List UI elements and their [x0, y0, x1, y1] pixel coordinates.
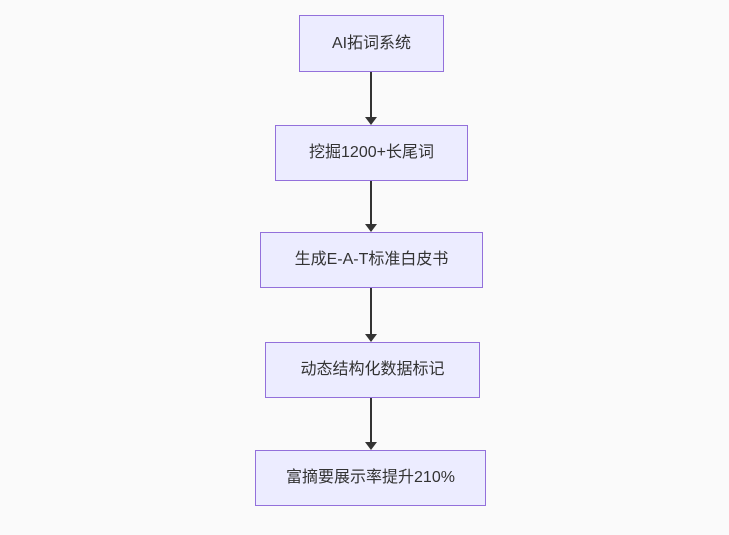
node-label: 富摘要展示率提升210%: [286, 469, 455, 487]
flowchart-edge-a-b: [370, 72, 372, 117]
node-label: 挖掘1200+长尾词: [309, 144, 434, 162]
flowchart-node-mine-longtail-keywords: 挖掘1200+长尾词: [275, 125, 468, 181]
node-label: AI拓词系统: [331, 34, 412, 52]
node-label: 生成E-A-T标准白皮书: [294, 251, 449, 269]
arrowhead-down-icon: [365, 442, 377, 450]
flowchart-node-generate-eat-whitepaper: 生成E-A-T标准白皮书: [260, 232, 483, 288]
flowchart-node-ai-word-expansion-system: AI拓词系统: [299, 15, 444, 72]
arrowhead-down-icon: [365, 117, 377, 125]
flowchart-node-dynamic-structured-data-markup: 动态结构化数据标记: [265, 342, 480, 398]
flowchart-edge-b-c: [370, 181, 372, 224]
node-label: 动态结构化数据标记: [300, 361, 445, 379]
flowchart-node-rich-snippet-rate-increase: 富摘要展示率提升210%: [255, 450, 486, 506]
arrowhead-down-icon: [365, 334, 377, 342]
flowchart-edge-c-d: [370, 288, 372, 334]
arrowhead-down-icon: [365, 224, 377, 232]
flowchart-edge-d-e: [370, 398, 372, 442]
